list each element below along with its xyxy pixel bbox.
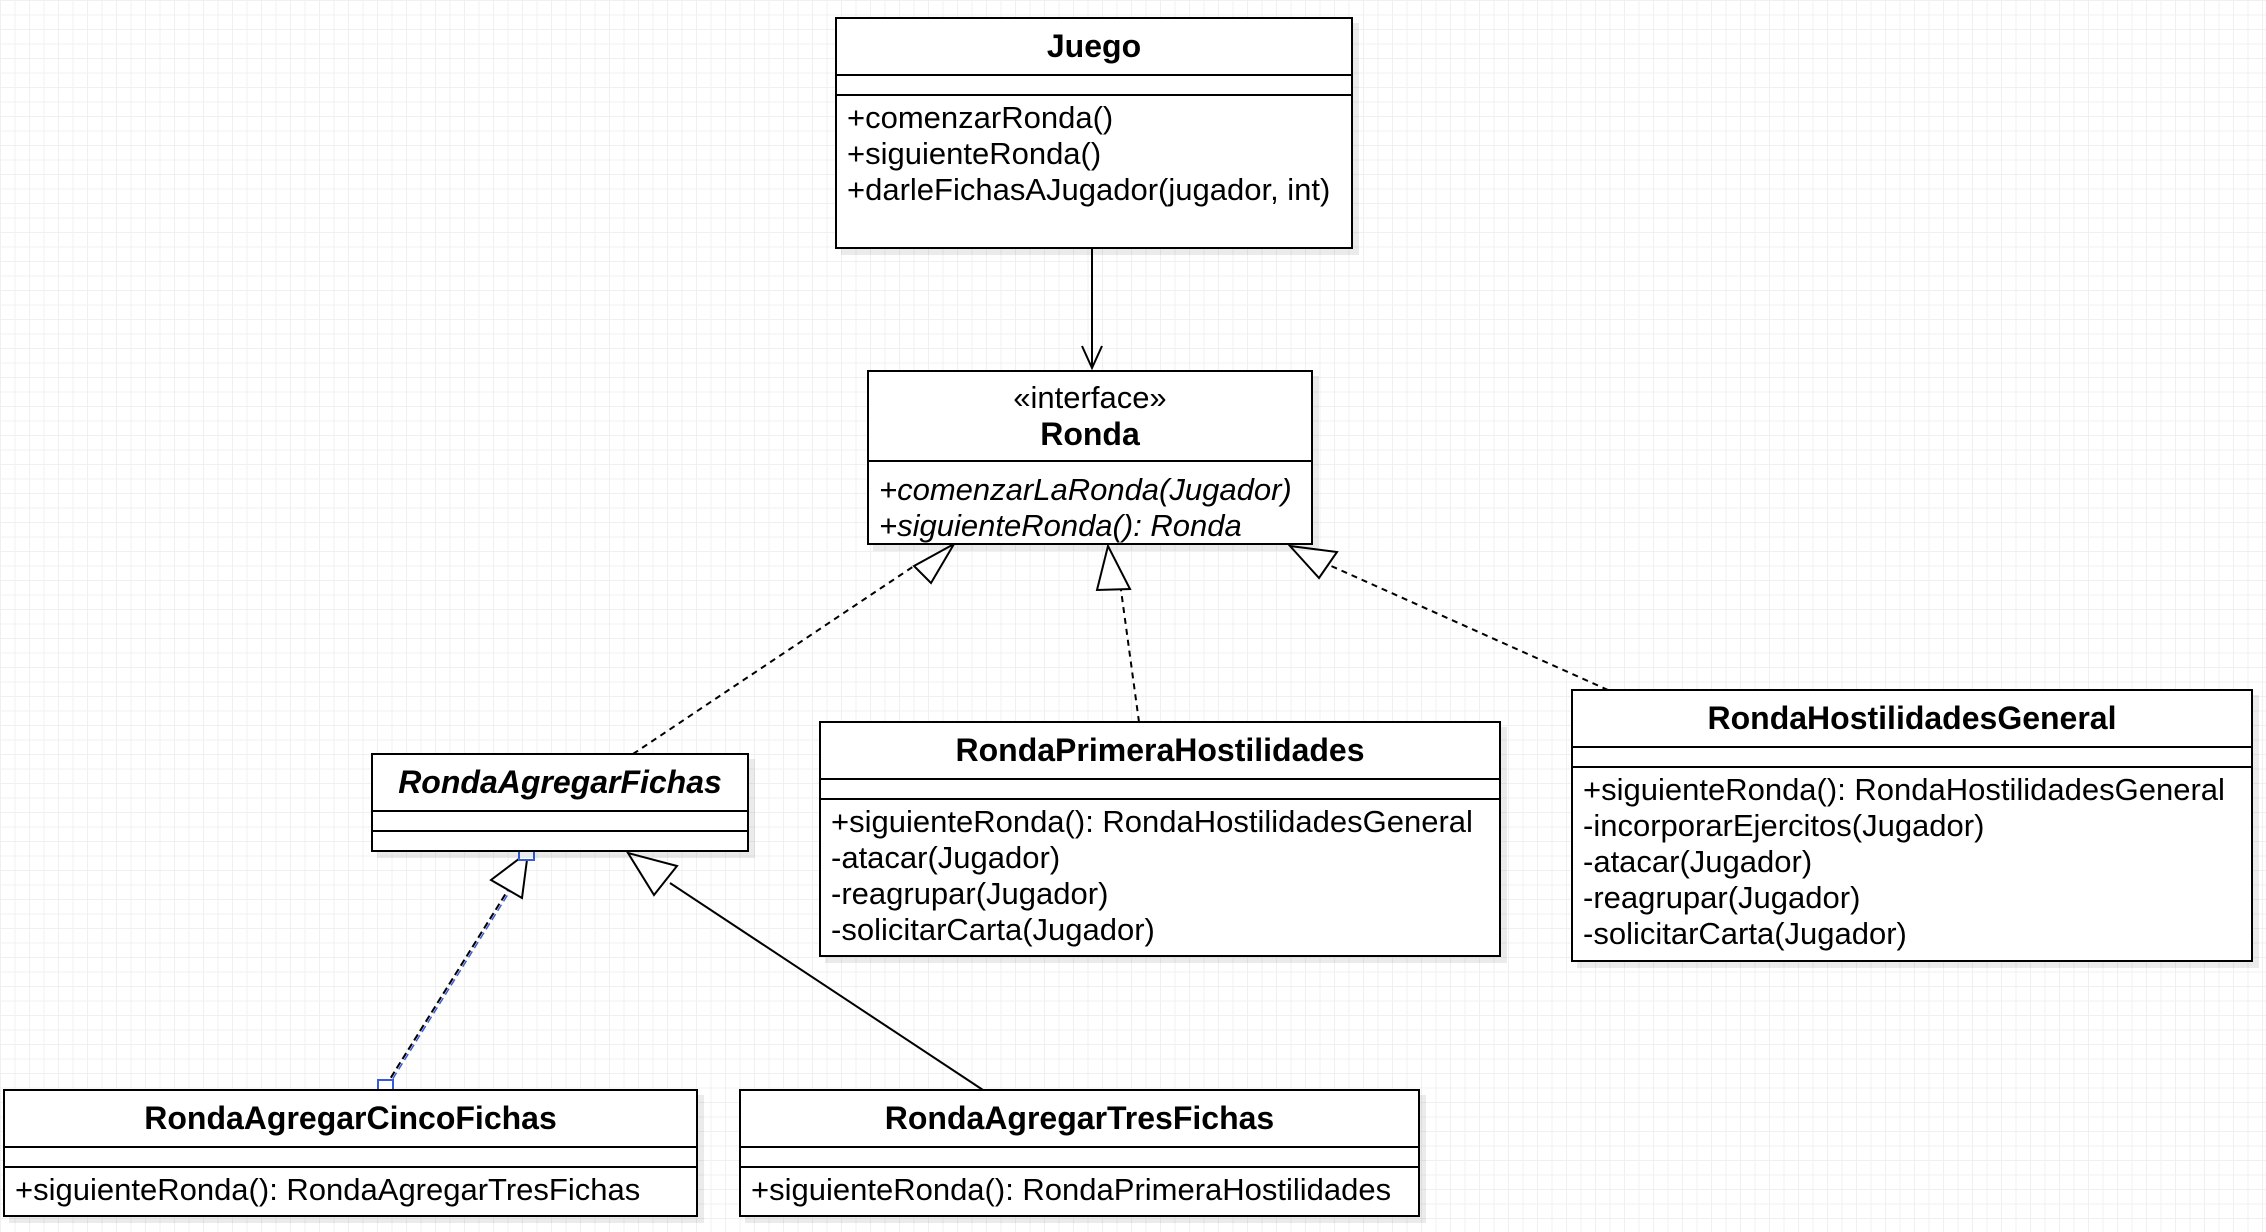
- generalization-cinco-fichas[interactable]: [377, 844, 535, 1096]
- class-ronda-hostilidades-general[interactable]: RondaHostilidadesGeneral +siguienteRonda…: [1571, 689, 2253, 962]
- operation: +darleFichasAJugador(jugador, int): [847, 172, 1331, 207]
- operation: -solicitarCarta(Jugador): [831, 912, 1155, 947]
- attributes-section: [373, 812, 747, 832]
- operation: +siguienteRonda(): RondaPrimeraHostilida…: [751, 1172, 1392, 1207]
- class-header: RondaAgregarCincoFichas: [5, 1091, 696, 1148]
- class-name: RondaHostilidadesGeneral: [1707, 700, 2117, 736]
- class-ronda-agregar-tres-fichas[interactable]: RondaAgregarTresFichas +siguienteRonda()…: [739, 1089, 1420, 1217]
- attributes-section: [5, 1148, 696, 1168]
- operations-section: +siguienteRonda(): RondaHostilidadesGene…: [1573, 768, 2251, 952]
- attributes-section: [837, 76, 1351, 96]
- operations-section: +siguienteRonda(): RondaHostilidadesGene…: [821, 800, 1499, 948]
- operations-section: +siguienteRonda(): RondaAgregarTresFicha…: [5, 1168, 696, 1208]
- class-name: RondaAgregarFichas: [398, 764, 722, 800]
- operation: -atacar(Jugador): [831, 840, 1061, 875]
- interface-ronda[interactable]: «interface» Ronda +comenzarLaRonda(Jugad…: [867, 370, 1313, 545]
- operation: -reagrupar(Jugador): [831, 876, 1109, 911]
- class-ronda-agregar-cinco-fichas[interactable]: RondaAgregarCincoFichas +siguienteRonda(…: [3, 1089, 698, 1217]
- operations-section: [373, 832, 747, 850]
- attributes-section: [1573, 748, 2251, 768]
- class-header: RondaHostilidadesGeneral: [1573, 691, 2251, 748]
- class-ronda-agregar-fichas[interactable]: RondaAgregarFichas: [371, 753, 749, 852]
- operation: +siguienteRonda(): Ronda: [879, 508, 1242, 543]
- class-juego[interactable]: Juego +comenzarRonda() +siguienteRonda()…: [835, 17, 1353, 249]
- class-name: Ronda: [1040, 415, 1140, 452]
- class-header: RondaAgregarTresFichas: [741, 1091, 1418, 1148]
- class-header: RondaPrimeraHostilidades: [821, 723, 1499, 780]
- operation: -atacar(Jugador): [1583, 844, 1813, 879]
- class-header: RondaAgregarFichas: [373, 755, 747, 812]
- class-name: RondaPrimeraHostilidades: [955, 732, 1365, 768]
- class-name: RondaAgregarTresFichas: [884, 1100, 1275, 1136]
- class-header: «interface» Ronda: [869, 372, 1311, 462]
- stereotype: «interface»: [1013, 379, 1167, 415]
- operation: +siguienteRonda(): [847, 136, 1102, 171]
- operations-section: +comenzarRonda() +siguienteRonda() +darl…: [837, 96, 1351, 208]
- realization-primera-hostilidades[interactable]: [1095, 543, 1140, 723]
- attributes-section: [821, 780, 1499, 800]
- operation: -incorporarEjercitos(Jugador): [1583, 808, 1985, 843]
- operation: +siguienteRonda(): RondaAgregarTresFicha…: [15, 1172, 641, 1207]
- operation: +siguienteRonda(): RondaHostilidadesGene…: [831, 804, 1473, 839]
- realization-agregar-fichas[interactable]: [632, 541, 957, 755]
- generalization-tres-fichas[interactable]: [625, 851, 984, 1091]
- association-juego-ronda[interactable]: [1081, 249, 1103, 371]
- operation: -solicitarCarta(Jugador): [1583, 916, 1907, 951]
- class-name: Juego: [1046, 28, 1142, 64]
- operation: +comenzarRonda(): [847, 100, 1114, 135]
- operation: -reagrupar(Jugador): [1583, 880, 1861, 915]
- class-ronda-primera-hostilidades[interactable]: RondaPrimeraHostilidades +siguienteRonda…: [819, 721, 1501, 957]
- class-header: Juego: [837, 19, 1351, 76]
- class-name: RondaAgregarCincoFichas: [144, 1100, 557, 1136]
- operations-section: +comenzarLaRonda(Jugador) +siguienteRond…: [869, 462, 1311, 544]
- operation: +comenzarLaRonda(Jugador): [879, 472, 1292, 507]
- operations-section: +siguienteRonda(): RondaPrimeraHostilida…: [741, 1168, 1418, 1208]
- attributes-section: [741, 1148, 1418, 1168]
- realization-hostilidades-general[interactable]: [1287, 544, 1609, 691]
- operation: +siguienteRonda(): RondaHostilidadesGene…: [1583, 772, 2225, 807]
